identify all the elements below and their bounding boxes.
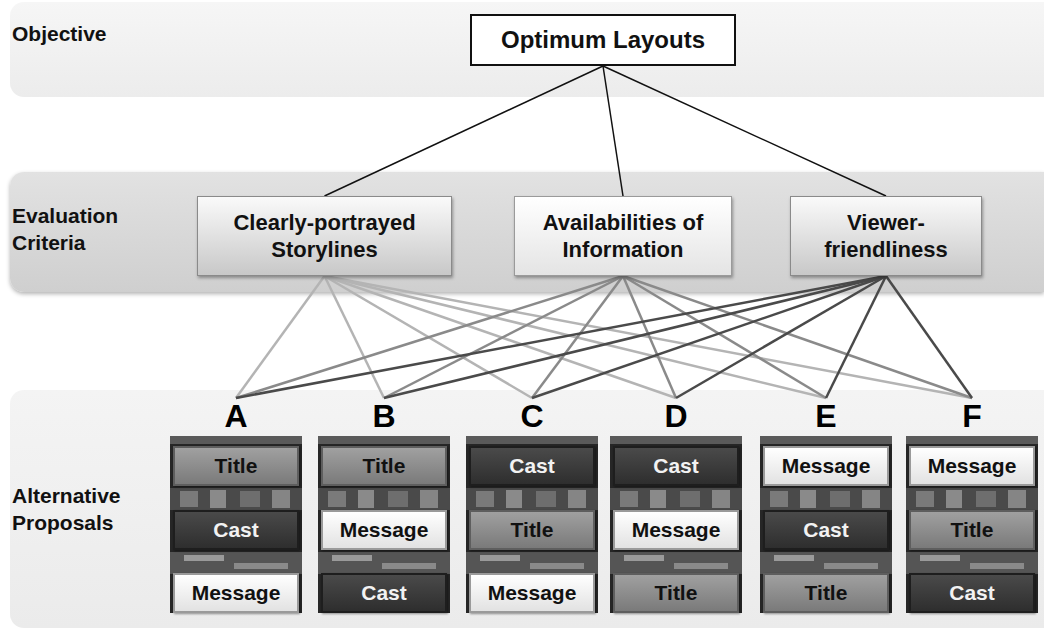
hierarchy-link (325, 66, 604, 196)
layout-box: Cast (469, 446, 595, 486)
hierarchy-link (384, 276, 623, 398)
box-label: Title (805, 580, 848, 606)
layout-box: Title (469, 510, 595, 550)
level-label: Evaluation Criteria (12, 202, 172, 257)
hierarchy-link (325, 276, 385, 398)
layout-box: Viewer-friendliness (790, 196, 982, 276)
hierarchy-link (623, 276, 972, 398)
poster-image (466, 436, 598, 613)
poster-image (906, 436, 1038, 613)
alternative-poster: D CastMessageTitle (610, 398, 742, 613)
proposal-letter: B (318, 398, 450, 434)
layout-box: Cast (321, 573, 447, 613)
layout-box: Message (469, 573, 595, 613)
level-label: Alternative Proposals (12, 482, 172, 537)
hierarchy-link (532, 276, 886, 398)
poster-image (760, 436, 892, 613)
layout-box: Message (173, 573, 299, 613)
hierarchy-link (532, 276, 623, 398)
box-label: Viewer-friendliness (799, 209, 973, 264)
box-label: Cast (361, 580, 407, 606)
hierarchy-link (325, 276, 827, 398)
hierarchy-link (603, 66, 623, 196)
box-label: Message (632, 517, 721, 543)
poster-image (610, 436, 742, 613)
level-label: Objective (12, 20, 162, 47)
hierarchy-link (325, 276, 973, 398)
layout-box: Title (321, 446, 447, 486)
hierarchy-link (236, 276, 623, 398)
hierarchy-link (603, 66, 886, 196)
layout-box: Cast (613, 446, 739, 486)
box-label: Cast (949, 580, 995, 606)
box-label: Clearly-portrayed Storylines (206, 209, 443, 264)
box-label: Title (951, 517, 994, 543)
poster-image (170, 436, 302, 613)
layout-box: Cast (763, 510, 889, 550)
hierarchy-link (236, 276, 325, 398)
layout-box: Title (763, 573, 889, 613)
alternative-poster: F MessageTitleCast (906, 398, 1038, 613)
proposal-letter: D (610, 398, 742, 434)
box-label: Availabilities of Information (523, 209, 723, 264)
alternative-poster: A TitleCastMessage (170, 398, 302, 613)
level-band: Evaluation Criteria Clearly-portrayed Sto… (10, 172, 1044, 292)
level-band: Objective Optimum Layouts (10, 2, 1044, 97)
box-label: Title (655, 580, 698, 606)
box-label: Cast (213, 517, 259, 543)
layout-box: Clearly-portrayed Storylines (197, 196, 452, 276)
box-label: Optimum Layouts (501, 25, 705, 55)
box-label: Message (928, 453, 1017, 479)
box-label: Title (215, 453, 258, 479)
layout-box: Title (909, 510, 1035, 550)
poster-image (318, 436, 450, 613)
alternative-poster: C CastTitleMessage (466, 398, 598, 613)
box-label: Message (782, 453, 871, 479)
hierarchy-link (236, 276, 886, 398)
layout-box: Cast (909, 573, 1035, 613)
box-label: Message (488, 580, 577, 606)
box-label: Title (363, 453, 406, 479)
hierarchy-link (886, 276, 972, 398)
proposal-letter: A (170, 398, 302, 434)
layout-box: Title (173, 446, 299, 486)
hierarchy-link (325, 276, 677, 398)
layout-box: Optimum Layouts (470, 14, 736, 66)
hierarchy-link (623, 276, 676, 398)
proposal-letter: E (760, 398, 892, 434)
box-label: Message (192, 580, 281, 606)
hierarchy-link (623, 276, 826, 398)
proposal-letter: F (906, 398, 1038, 434)
box-label: Cast (653, 453, 699, 479)
proposal-letter: C (466, 398, 598, 434)
hierarchy-link (384, 276, 886, 398)
layout-box: Message (613, 510, 739, 550)
box-label: Title (511, 517, 554, 543)
layout-box: Availabilities of Information (514, 196, 732, 276)
hierarchy-link (676, 276, 886, 398)
box-label: Cast (509, 453, 555, 479)
hierarchy-link (826, 276, 886, 398)
box-label: Cast (803, 517, 849, 543)
layout-box: Cast (173, 510, 299, 550)
alternative-poster: B TitleMessageCast (318, 398, 450, 613)
level-band: Alternative ProposalsATitleCastMessageBT… (10, 390, 1044, 628)
box-label: Message (340, 517, 429, 543)
layout-box: Title (613, 573, 739, 613)
hierarchy-link (325, 276, 533, 398)
layout-box: Message (909, 446, 1035, 486)
layout-box: Message (321, 510, 447, 550)
layout-box: Message (763, 446, 889, 486)
alternative-poster: E MessageCastTitle (760, 398, 892, 613)
